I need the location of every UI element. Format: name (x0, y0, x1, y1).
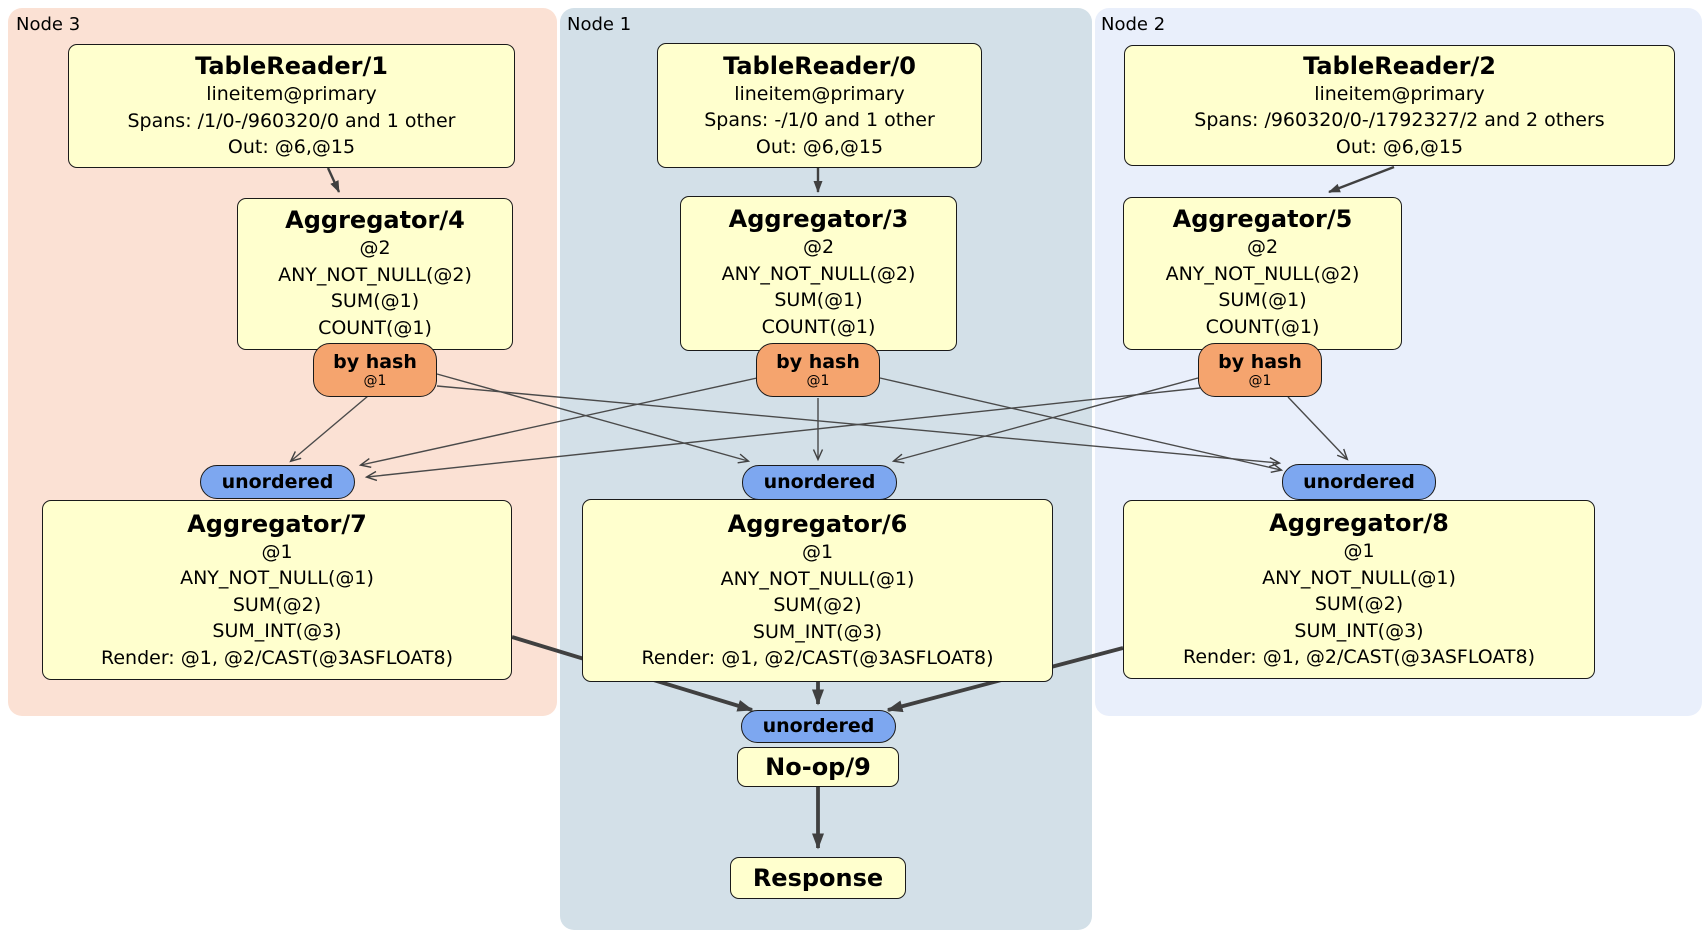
processor-detail: Spans: /1/0-/960320/0 and 1 other (127, 109, 456, 132)
processor-aggregator4: Aggregator/4 @2 ANY_NOT_NULL(@2) SUM(@1)… (237, 198, 513, 350)
processor-detail: Spans: -/1/0 and 1 other (704, 109, 935, 132)
stream-label: unordered (221, 470, 334, 493)
edge-byhash3-unordered7 (358, 377, 758, 469)
stream-unordered-8: unordered (1282, 464, 1436, 500)
processor-aggregator8: Aggregator/8 @1 ANY_NOT_NULL(@1) SUM(@2)… (1123, 500, 1595, 679)
processor-detail: @1 (1343, 540, 1375, 563)
processor-detail: SUM(@1) (774, 289, 863, 311)
processor-title: TableReader/0 (723, 51, 916, 80)
processor-detail: ANY_NOT_NULL(@1) (1262, 566, 1456, 589)
stream-label: unordered (763, 471, 876, 493)
processor-detail: SUM(@2) (773, 594, 862, 617)
processor-noop9: No-op/9 (737, 747, 899, 787)
router-label: by hash (776, 351, 860, 373)
processor-detail: Out: @6,@15 (755, 135, 884, 158)
processor-title: TableReader/2 (1303, 51, 1496, 80)
processor-detail: SUM_INT(@3) (752, 620, 883, 643)
stream-unordered-7: unordered (200, 465, 355, 499)
processor-detail: Out: @6,@15 (1335, 135, 1464, 158)
processor-aggregator7: Aggregator/7 @1 ANY_NOT_NULL(@1) SUM(@2)… (42, 500, 512, 680)
edge-tablereader2-aggregator5 (1328, 165, 1395, 194)
region-node3-label: Node 3 (16, 14, 81, 35)
processor-detail: ANY_NOT_NULL(@2) (721, 262, 916, 285)
router-byhash-3: by hash @1 (756, 343, 880, 397)
processor-aggregator5: Aggregator/5 @2 ANY_NOT_NULL(@2) SUM(@1)… (1123, 197, 1402, 350)
processor-detail: @2 (802, 236, 835, 258)
processor-title: Aggregator/7 (187, 509, 367, 538)
router-label: by hash (333, 351, 417, 373)
processor-detail: COUNT(@1) (761, 315, 876, 338)
processor-detail: SUM(@2) (232, 593, 322, 616)
router-detail: @1 (1248, 373, 1272, 389)
region-node1-label: Node 1 (567, 14, 632, 35)
processor-detail: lineitem@primary (1314, 82, 1485, 105)
edge-byhash4-unordered7 (289, 395, 369, 463)
processor-title: Response (752, 864, 884, 892)
processor-detail: SUM(@2) (1314, 593, 1404, 616)
processor-detail: Render: @1, @2/CAST(@3ASFLOAT8) (1183, 646, 1535, 669)
router-byhash-4: by hash @1 (313, 343, 437, 397)
processor-detail: @1 (801, 541, 834, 564)
processor-detail: COUNT(@1) (318, 316, 432, 339)
processor-tablereader2: TableReader/2 lineitem@primary Spans: /9… (1124, 45, 1675, 166)
router-byhash-5: by hash @1 (1198, 343, 1322, 397)
processor-title: Aggregator/8 (1269, 509, 1449, 538)
processor-title: Aggregator/6 (727, 510, 908, 539)
processor-detail: @2 (1246, 236, 1279, 258)
router-detail: @1 (806, 373, 830, 389)
processor-title: Aggregator/4 (285, 206, 465, 234)
processor-tablereader0: TableReader/0 lineitem@primary Spans: -/… (657, 43, 982, 168)
processor-title: Aggregator/3 (728, 205, 909, 233)
stream-unordered-final: unordered (741, 710, 896, 743)
processor-detail: @2 (359, 237, 391, 259)
processor-aggregator3: Aggregator/3 @2 ANY_NOT_NULL(@2) SUM(@1)… (680, 196, 957, 351)
processor-aggregator6: Aggregator/6 @1 ANY_NOT_NULL(@1) SUM(@2)… (582, 499, 1053, 682)
processor-detail: SUM(@1) (1218, 289, 1307, 311)
processor-detail: Render: @1, @2/CAST(@3ASFLOAT8) (101, 646, 453, 669)
edge-tablereader1-aggregator4 (326, 167, 341, 193)
processor-detail: ANY_NOT_NULL(@2) (278, 263, 472, 286)
processor-response: Response (730, 857, 906, 899)
stream-label: unordered (762, 715, 875, 737)
router-label: by hash (1218, 351, 1302, 373)
processor-detail: @1 (261, 540, 293, 563)
edge-byhash5-unordered6 (891, 377, 1199, 464)
processor-title: Aggregator/5 (1172, 205, 1353, 233)
stream-label: unordered (1303, 470, 1415, 493)
processor-detail: COUNT(@1) (1205, 315, 1320, 338)
edge-byhash5-unordered8 (1287, 396, 1349, 461)
processor-detail: lineitem@primary (206, 83, 377, 106)
stream-unordered-6: unordered (742, 465, 897, 500)
processor-detail: ANY_NOT_NULL(@1) (720, 567, 915, 590)
processor-detail: SUM_INT(@3) (1294, 619, 1424, 642)
router-detail: @1 (363, 373, 387, 389)
processor-detail: lineitem@primary (734, 82, 905, 105)
processor-detail: Out: @6,@15 (227, 136, 356, 159)
edge-byhash5-unordered7 (364, 387, 1201, 482)
region-node2-label: Node 2 (1101, 14, 1166, 35)
edge-byhash4-unordered6 (436, 373, 751, 464)
processor-detail: SUM(@1) (330, 290, 420, 312)
processor-detail: ANY_NOT_NULL(@1) (180, 567, 374, 590)
processor-detail: Render: @1, @2/CAST(@3ASFLOAT8) (641, 647, 994, 670)
processor-detail: SUM_INT(@3) (212, 620, 342, 643)
processor-detail: ANY_NOT_NULL(@2) (1165, 262, 1360, 285)
processor-tablereader1: TableReader/1 lineitem@primary Spans: /1… (68, 44, 515, 168)
processor-detail: Spans: /960320/0-/1792327/2 and 2 others (1194, 109, 1605, 132)
processor-title: TableReader/1 (195, 52, 388, 81)
edge-byhash3-unordered8 (879, 377, 1284, 473)
processor-title: No-op/9 (765, 753, 871, 781)
